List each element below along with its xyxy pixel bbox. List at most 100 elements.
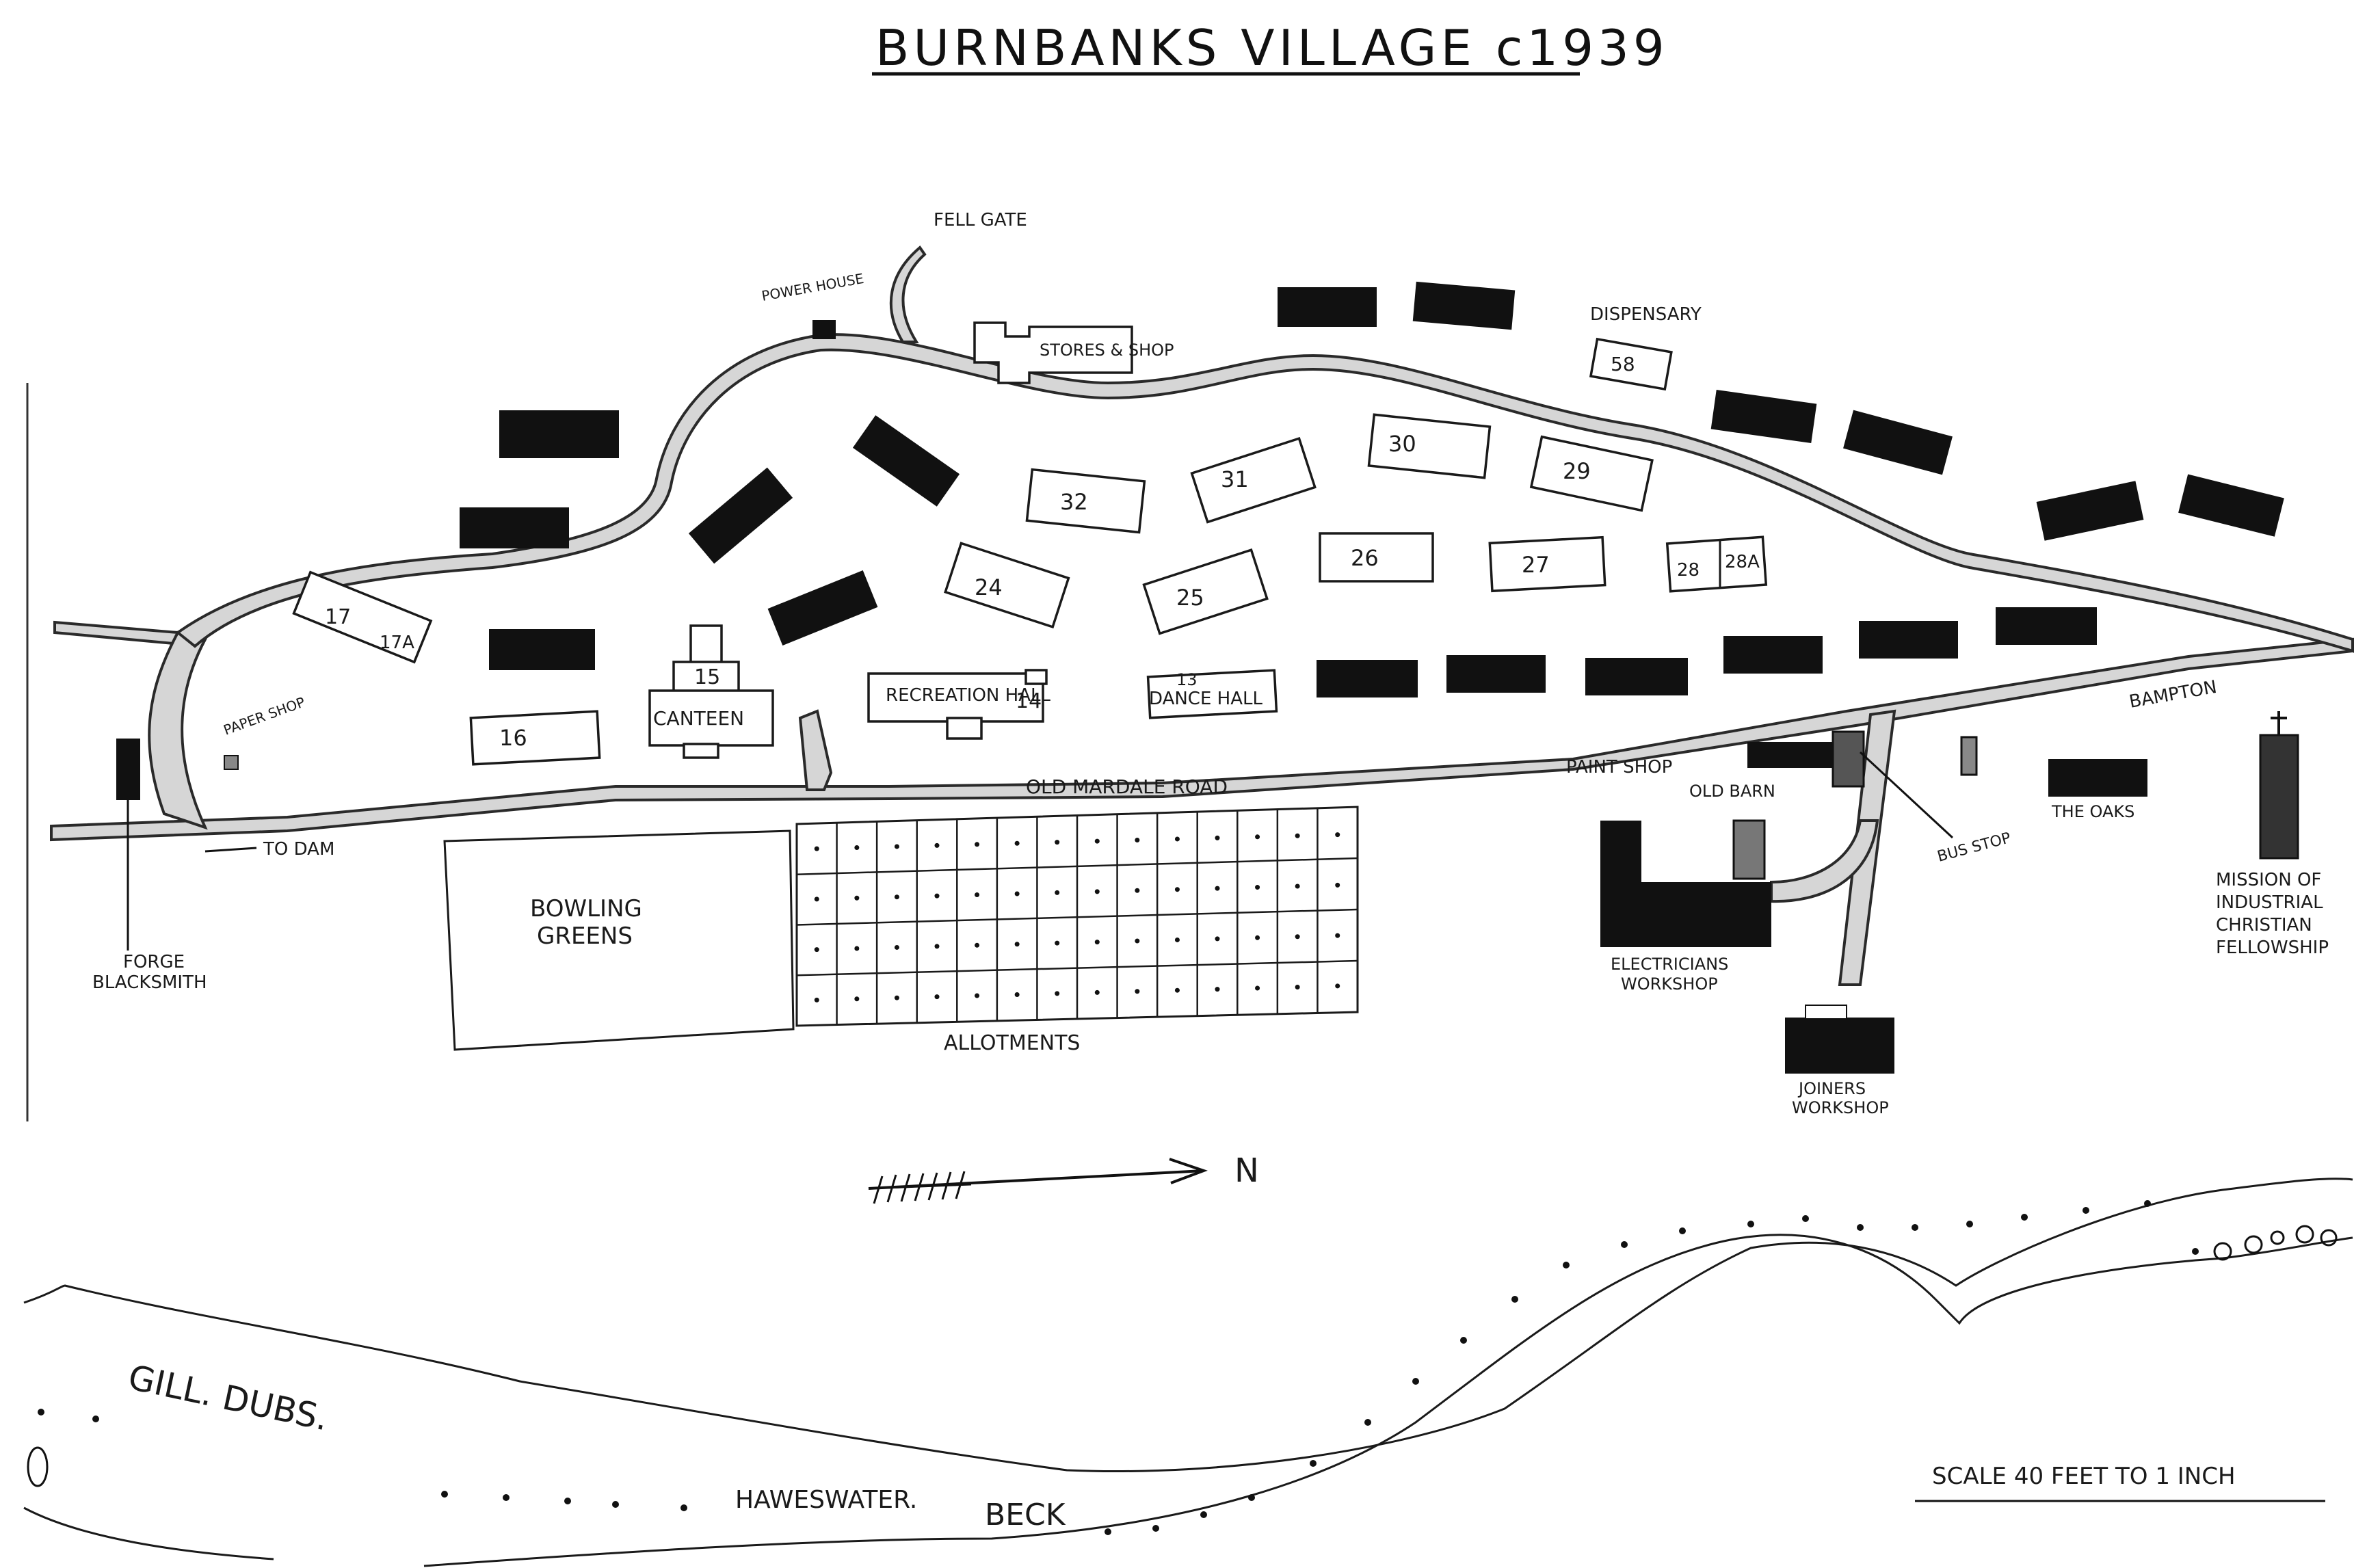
allotment-plot-dot xyxy=(1094,889,1100,894)
allotment-plot-dot xyxy=(1135,888,1140,893)
paint-shop-label: PAINT SHOP xyxy=(1566,757,1672,778)
bowling-greens-label-1: BOWLING xyxy=(530,895,642,922)
paint-shop-building xyxy=(1747,742,1840,768)
house-number: 17A xyxy=(380,633,414,653)
river-dot xyxy=(1621,1241,1628,1248)
river-bank-upper xyxy=(23,1178,2353,1473)
stores-shop-building xyxy=(973,321,1133,384)
house-number: 15 xyxy=(694,665,720,689)
haweswater-beck: GILL. DUBS. HAWESWATER. BECK xyxy=(23,1178,2353,1567)
allotment-plot-dot xyxy=(975,892,980,898)
allotment-plot-dot xyxy=(1295,984,1300,989)
allotment-plot-dot xyxy=(854,946,860,951)
allotments-label: ALLOTMENTS xyxy=(944,1031,1080,1055)
dark-building xyxy=(1710,389,1817,444)
allotment-plot-dot xyxy=(1295,883,1300,889)
house-number: 13 xyxy=(1176,670,1198,689)
allotment-plot-dot xyxy=(1335,832,1340,838)
allotment-plot-dot xyxy=(1014,942,1020,947)
forge-label: FORGE xyxy=(123,952,185,972)
house-number: 16 xyxy=(499,725,527,751)
allotment-plot-dot xyxy=(894,995,899,1000)
allotment-plot-dot xyxy=(854,845,860,851)
bus-stop-pointer xyxy=(1859,751,1954,839)
allotment-plot-dot xyxy=(894,844,899,849)
allotment-plot-dot xyxy=(1135,989,1140,994)
allotment-plot-dot xyxy=(814,896,819,902)
allotment-plot-dot xyxy=(1094,940,1100,945)
mission-building xyxy=(2259,734,2299,860)
allotment-plot-dot xyxy=(1055,840,1060,845)
house-number: 58 xyxy=(1611,353,1635,375)
river-dot xyxy=(1966,1221,1973,1227)
power-house-building xyxy=(812,320,836,339)
allotment-plot-dot xyxy=(1335,882,1340,888)
river-bank-lower xyxy=(23,1234,2353,1567)
allotments-grid xyxy=(795,806,1359,1027)
river-dot xyxy=(564,1498,571,1504)
river-dot xyxy=(503,1494,510,1501)
allotment-plot-dot xyxy=(1335,933,1340,938)
allotment-plot-dot xyxy=(1094,989,1100,995)
dark-building xyxy=(1446,655,1546,693)
allotment-plot-dot xyxy=(814,846,819,851)
allotment-plot-dot xyxy=(1174,836,1180,842)
dark-building xyxy=(688,467,793,564)
allotment-plot-dot xyxy=(1215,936,1220,942)
river-dot xyxy=(2144,1200,2151,1207)
old-barn-building xyxy=(1832,730,1865,788)
river-dot xyxy=(1364,1419,1371,1426)
allotment-plot-dot xyxy=(1215,886,1220,891)
house-number: 29 xyxy=(1563,458,1591,484)
workshop-branch xyxy=(1770,819,1879,903)
river-dot xyxy=(92,1416,99,1422)
fell-gate-track xyxy=(889,245,927,343)
dark-building xyxy=(1412,281,1516,330)
dark-building xyxy=(1859,621,1958,659)
allotment-plot-dot xyxy=(934,893,940,899)
allotment-plot-dot xyxy=(934,944,940,949)
house-28 xyxy=(1665,535,1768,593)
allotment-plot-dot xyxy=(1014,840,1020,846)
river-dot xyxy=(1802,1215,1809,1222)
forge-building xyxy=(116,739,140,800)
dark-building xyxy=(460,507,569,548)
dark-building xyxy=(1278,287,1377,327)
house-number: 31 xyxy=(1221,466,1249,492)
allotment-plot-dot xyxy=(814,997,819,1002)
house-29 xyxy=(1529,435,1654,512)
map-title: BURNBANKS VILLAGE c1939 xyxy=(875,19,1669,77)
house-number: 26 xyxy=(1351,545,1379,571)
allotment-plot-dot xyxy=(1094,838,1100,844)
allotment-plot-dot xyxy=(1215,987,1220,992)
haweswater-label: HAWESWATER. xyxy=(735,1486,917,1514)
river-dot xyxy=(1747,1221,1754,1227)
allotment-plot-dot xyxy=(1055,890,1060,895)
allotment-plot-dot xyxy=(1255,935,1260,940)
allotment-plot-dot xyxy=(894,944,899,950)
scale-label: SCALE 40 FEET TO 1 INCH xyxy=(1932,1463,2236,1490)
road-west-loop xyxy=(148,630,208,830)
the-oaks-label: THE OAKS xyxy=(2051,802,2134,821)
the-oaks-building xyxy=(2048,759,2147,797)
recreation-hall-label: RECREATION HALL xyxy=(886,685,1050,706)
canteen-label: CANTEEN xyxy=(653,707,744,730)
allotment-plot-dot xyxy=(1174,987,1180,993)
river-dot xyxy=(1310,1460,1317,1467)
house-25 xyxy=(1142,548,1269,635)
bowling-greens-label-2: GREENS xyxy=(537,922,633,950)
allotment-plot-dot xyxy=(854,996,860,1002)
roads xyxy=(50,245,2354,986)
allotment-plot-dot xyxy=(1174,937,1180,942)
river-dot xyxy=(1912,1224,1918,1231)
house-17 xyxy=(292,570,433,664)
dark-building xyxy=(1723,636,1823,674)
bowling-greens: BOWLING GREENS xyxy=(443,829,795,1051)
allotment-plot-dot xyxy=(1014,891,1020,896)
beck-label: BECK xyxy=(985,1498,1066,1532)
mission-label-1: MISSION OF xyxy=(2216,870,2321,890)
mission-label-2: INDUSTRIAL xyxy=(2216,892,2323,913)
old-mardale-road xyxy=(50,637,2354,842)
old-barn-label: OLD BARN xyxy=(1689,782,1775,801)
